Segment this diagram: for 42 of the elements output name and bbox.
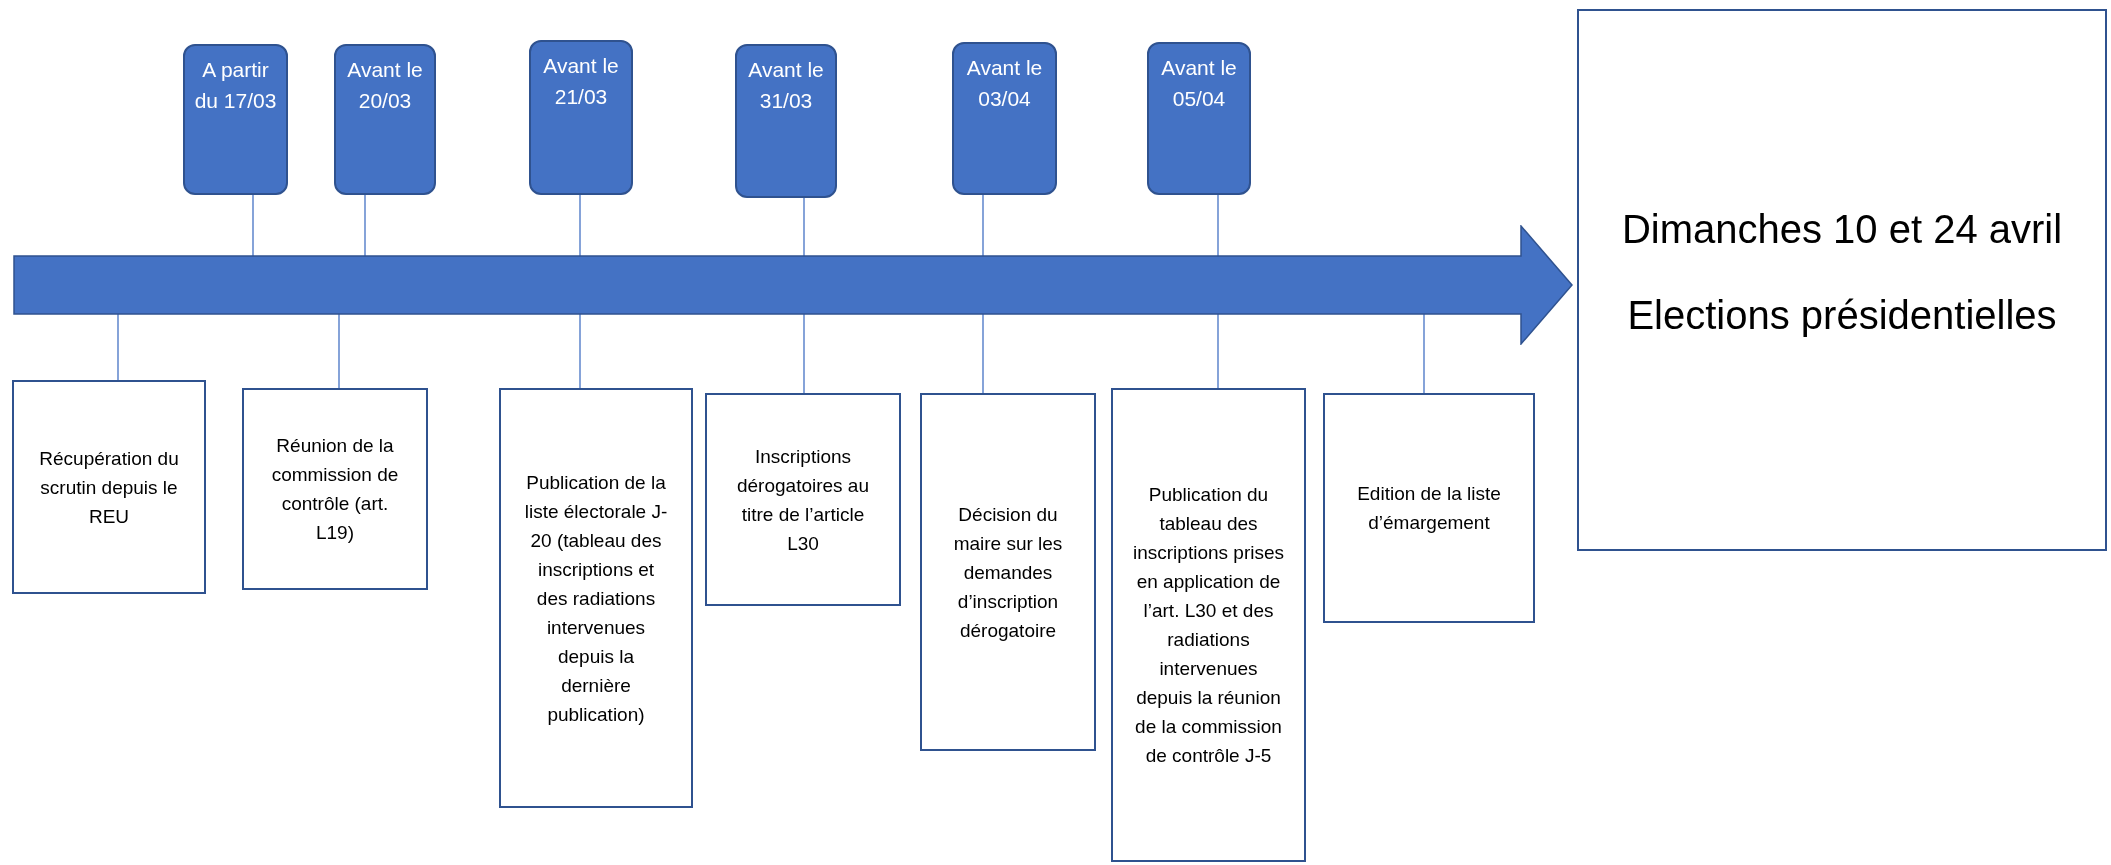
election-text: Dimanches 10 et 24 avril bbox=[1621, 206, 2063, 253]
step-box bbox=[1111, 388, 1306, 862]
connector-line bbox=[1217, 194, 1219, 257]
date-box bbox=[735, 44, 837, 198]
date-box bbox=[1147, 42, 1251, 195]
date-text: Avant le 21/03 bbox=[542, 53, 620, 110]
connector-line bbox=[117, 313, 119, 381]
date-box bbox=[952, 42, 1057, 195]
connector-line bbox=[982, 313, 984, 394]
connector-line bbox=[338, 313, 340, 389]
connector-line bbox=[579, 313, 581, 389]
election-text: Elections présidentielles bbox=[1627, 292, 2057, 339]
step-box bbox=[1323, 393, 1535, 623]
step-text: Récupération du scrutin depuis le REU bbox=[38, 446, 180, 529]
election-box bbox=[1577, 9, 2107, 551]
connector-line bbox=[803, 197, 805, 257]
connector-line bbox=[803, 313, 805, 394]
date-box bbox=[334, 44, 436, 195]
connector-line bbox=[1423, 313, 1425, 394]
connector-line bbox=[579, 194, 581, 257]
step-box bbox=[920, 393, 1096, 751]
step-box bbox=[499, 388, 693, 808]
step-text: Publication du tableau des inscriptions prises en application de l’art. L30 et des radiations intervenues depuis la réunion de la commission de contrôle J-5 bbox=[1133, 483, 1284, 768]
date-box bbox=[183, 44, 288, 195]
date-box bbox=[529, 40, 633, 195]
step-box bbox=[12, 380, 206, 594]
step-text: Réunion de la commission de contrôle (art. L19) bbox=[270, 434, 400, 545]
step-text: Décision du maire sur les demandes d’inscription dérogatoire bbox=[952, 502, 1064, 643]
connector-line bbox=[252, 194, 254, 257]
date-text: A partir du 17/03 bbox=[193, 57, 278, 114]
step-text: Edition de la liste d’émargement bbox=[1356, 482, 1502, 535]
date-text: Avant le 03/04 bbox=[965, 55, 1044, 112]
date-text: Avant le 31/03 bbox=[747, 57, 825, 114]
step-text: Publication de la liste électorale J-20 (tableau des inscriptions et des radiations intervenues depuis la dernière publication) bbox=[523, 470, 669, 727]
connector-line bbox=[364, 194, 366, 257]
step-text: Inscriptions dérogatoires au titre de l’article L30 bbox=[735, 444, 870, 556]
step-box bbox=[705, 393, 901, 606]
connector-line bbox=[1217, 313, 1219, 389]
connector-line bbox=[982, 194, 984, 257]
date-text: Avant le 20/03 bbox=[346, 57, 424, 114]
step-box bbox=[242, 388, 428, 590]
date-text: Avant le 05/04 bbox=[1160, 55, 1238, 112]
